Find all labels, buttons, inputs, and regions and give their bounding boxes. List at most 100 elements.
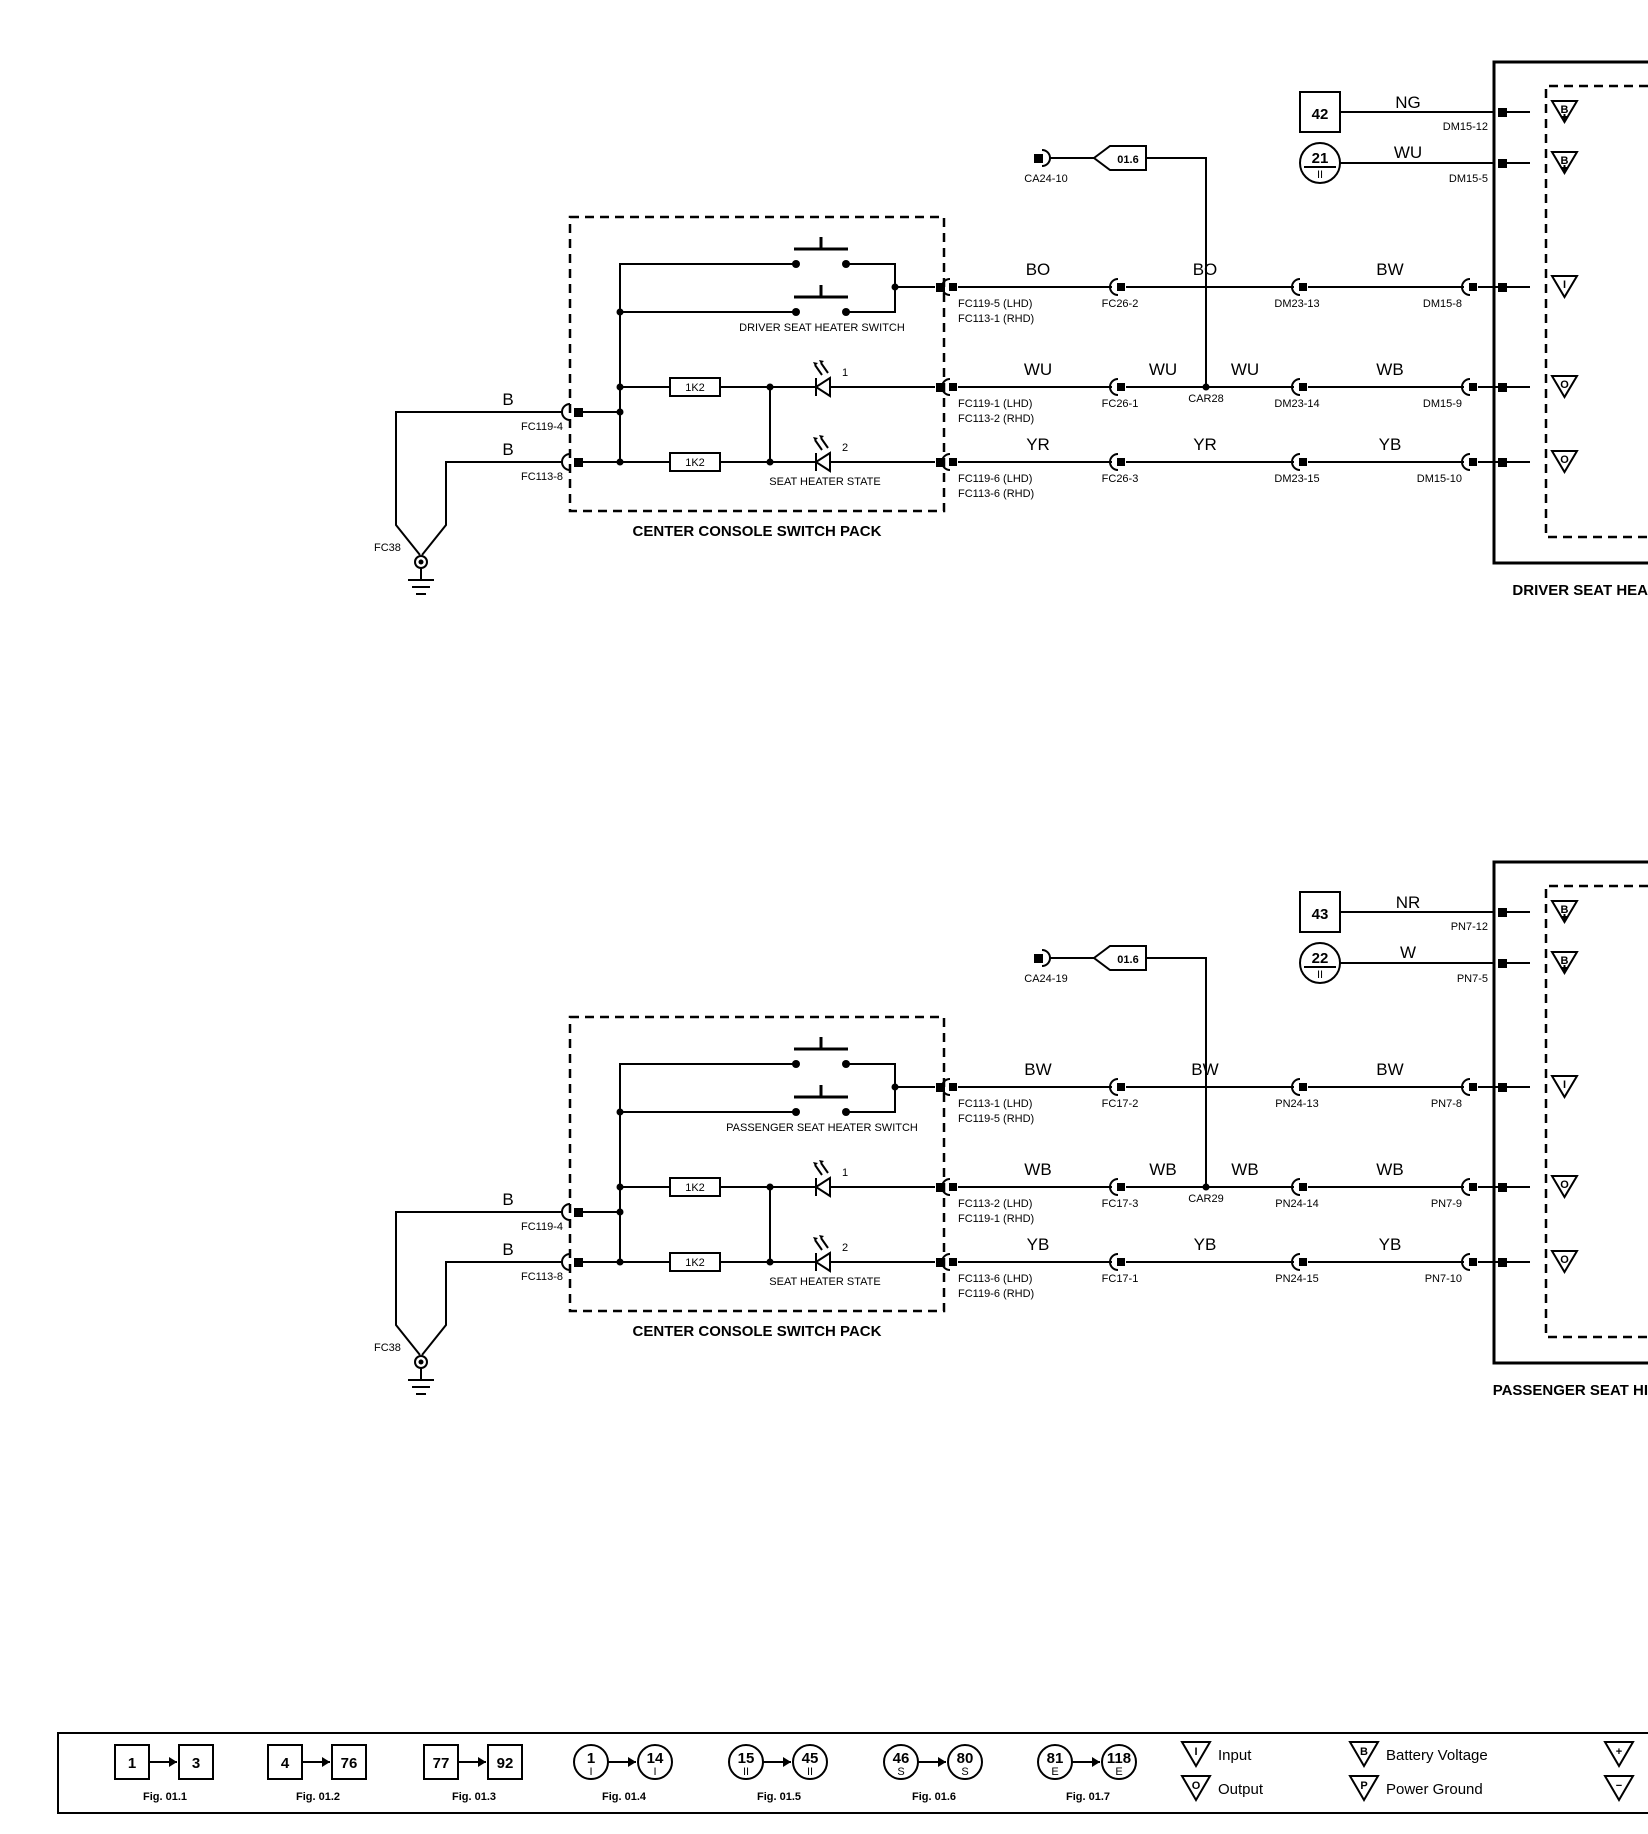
wire-color: W [1400, 943, 1416, 962]
connector-pin [936, 1183, 945, 1192]
resistor-value: 1K2 [685, 457, 705, 469]
wire-color: WB [1231, 1160, 1258, 1179]
light-emission-icon [813, 360, 829, 376]
legend-fig-label: Fig. 01.1 [143, 1791, 187, 1803]
inline-connector: DM23-14 [1274, 398, 1319, 410]
splice-connector-label: CA24-19 [1024, 973, 1067, 985]
reference-tag-label: 01.6 [1117, 154, 1138, 166]
ground-icon [408, 1368, 434, 1395]
connector-pin [936, 283, 945, 292]
connector-pin [1498, 1258, 1507, 1267]
inline-connector: FC17-3 [1102, 1198, 1139, 1210]
connector-socket [1291, 1253, 1307, 1271]
connector-pin [1498, 108, 1507, 117]
wire-color: YB [1379, 1235, 1402, 1254]
pin-lhd: FC113-2 (LHD) [958, 1198, 1032, 1210]
splice-point-label: CAR28 [1188, 393, 1223, 405]
ground-pin-1: FC119-4 [521, 421, 563, 433]
legend-fig-label: Fig. 01.2 [296, 1791, 340, 1803]
connector-socket [1461, 453, 1477, 471]
module-pin: PN7-10 [1425, 1273, 1462, 1285]
inline-connector: FC26-2 [1102, 298, 1139, 310]
wire-color: WB [1376, 1160, 1403, 1179]
connector-socket [1291, 278, 1307, 296]
light-emission-icon [813, 435, 829, 451]
legend-sub: E [1051, 1766, 1058, 1778]
legend-sub: I [653, 1766, 656, 1778]
module-pin: PN7-8 [1431, 1098, 1462, 1110]
legend-sub: E [1115, 1766, 1122, 1778]
connector-pin [1498, 1183, 1507, 1192]
legend-text: Battery Voltage [1386, 1747, 1488, 1764]
ground-icon [408, 568, 434, 595]
pin-type-letter: I [1563, 279, 1566, 291]
connector-socket [1291, 1078, 1307, 1096]
pin-rhd: FC119-5 (RHD) [958, 1113, 1034, 1125]
output-pin-icon: O [1550, 450, 1579, 474]
connector-socket [1109, 378, 1125, 396]
connector-socket [1291, 378, 1307, 396]
resistor: 1K2 [669, 377, 721, 397]
inline-connector: FC17-2 [1102, 1098, 1139, 1110]
pin-lhd: FC119-6 (LHD) [958, 473, 1032, 485]
switch-label: DRIVER SEAT HEATER SWITCH [739, 322, 905, 334]
resistor: 1K2 [669, 1177, 721, 1197]
connector-socket [941, 1178, 957, 1196]
legend-sub: II [743, 1766, 749, 1778]
splice-point-label: CAR29 [1188, 1193, 1223, 1205]
connector-pin [1498, 1083, 1507, 1092]
legend-to: 3 [192, 1755, 200, 1772]
connector-pin [1034, 154, 1043, 163]
pin-type-letter: O [1560, 1179, 1569, 1191]
module-pin: PN7-5 [1457, 973, 1488, 985]
connector-pin [936, 1083, 945, 1092]
indicator-led-2 [813, 1235, 831, 1273]
output-pin-icon: O [1550, 1175, 1579, 1199]
legend-from: 1 [587, 1750, 595, 1767]
switch-label: PASSENGER SEAT HEATER SWITCH [726, 1122, 918, 1134]
legend-from: 77 [433, 1755, 450, 1772]
module-pin: DM15-10 [1417, 473, 1462, 485]
battery-pin-icon: B [1550, 151, 1579, 175]
legend-frame [57, 1732, 1648, 1814]
pin-type-letter: O [1560, 454, 1569, 466]
legend-to: 118 [1107, 1750, 1131, 1767]
pin-lhd: FC119-1 (LHD) [958, 398, 1032, 410]
inline-connector: PN24-13 [1275, 1098, 1318, 1110]
heater-switch [616, 237, 935, 462]
light-emission-icon [813, 1160, 829, 1176]
pin-rhd: FC119-1 (RHD) [958, 1213, 1034, 1225]
legend-from: 81 [1047, 1750, 1064, 1767]
connector-socket [1109, 278, 1125, 296]
pin-rhd: FC113-1 (RHD) [958, 313, 1034, 325]
output-pin-icon: O [1550, 375, 1579, 399]
indicator-led-2 [813, 435, 831, 473]
connector-socket [1291, 453, 1307, 471]
connector-socket [1109, 1078, 1125, 1096]
module-pin: PN7-9 [1431, 1198, 1462, 1210]
legend-text: Power Ground [1386, 1781, 1483, 1798]
legend-plus-icon: + [1603, 1741, 1635, 1768]
connector-socket [1461, 378, 1477, 396]
battery-pin-icon: B [1550, 951, 1579, 975]
legend-symbol: − [1616, 1780, 1622, 1792]
legend-fig-label: Fig. 01.7 [1066, 1791, 1110, 1803]
legend-from: 4 [281, 1755, 290, 1772]
connector-socket [1461, 1178, 1477, 1196]
connector-socket [941, 378, 957, 396]
legend-fig-label: Fig. 01.6 [912, 1791, 956, 1803]
resistor-value: 1K2 [685, 1182, 705, 1194]
connector-pin [1498, 908, 1507, 917]
switch-pack-box [568, 1015, 946, 1313]
input-pin-icon: I [1550, 275, 1579, 299]
